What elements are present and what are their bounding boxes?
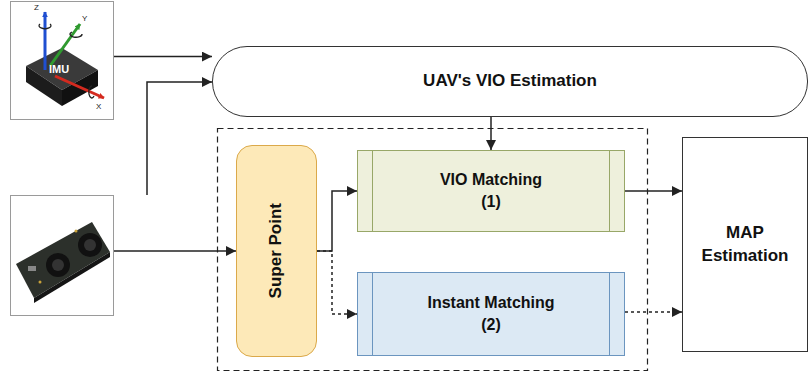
axis-label: X: [96, 102, 101, 111]
camera-arrow: [147, 82, 212, 195]
axis-label: Y: [82, 14, 87, 23]
process-box: VIO Matching (1): [357, 150, 625, 232]
output-box: MAP Estimation: [682, 137, 808, 352]
process-bar: [609, 273, 610, 355]
connector-arrow: [317, 191, 357, 251]
node-text: IMU: [49, 62, 69, 77]
node-text: UAV's VIO Estimation: [423, 70, 597, 93]
stereo-camera: [16, 222, 110, 303]
process-box: UAV's VIO Estimation: [212, 46, 808, 117]
node-text: VIO Matching (1): [434, 169, 549, 212]
dashed-group: [218, 129, 648, 371]
connector-arrow: [625, 190, 682, 192]
node-text: Instant Matching (2): [421, 292, 561, 335]
connector-arrow: [490, 117, 492, 150]
node-text: MAP Estimation: [695, 222, 795, 268]
connector-arrow: [317, 251, 357, 314]
process-bar: [372, 273, 373, 355]
feature-extractor-box: Super Point: [236, 145, 317, 357]
imu-chip: [26, 12, 104, 106]
connector-arrow: [625, 311, 682, 313]
camera-arrow: [114, 250, 236, 252]
process-box: Instant Matching (2): [357, 272, 625, 356]
node-text: Super Point: [265, 203, 288, 298]
process-bar: [609, 151, 610, 231]
connector-arrow: [114, 56, 212, 58]
axis-label: Z: [34, 3, 39, 12]
camera-frame: [11, 196, 114, 316]
process-bar: [372, 151, 373, 231]
